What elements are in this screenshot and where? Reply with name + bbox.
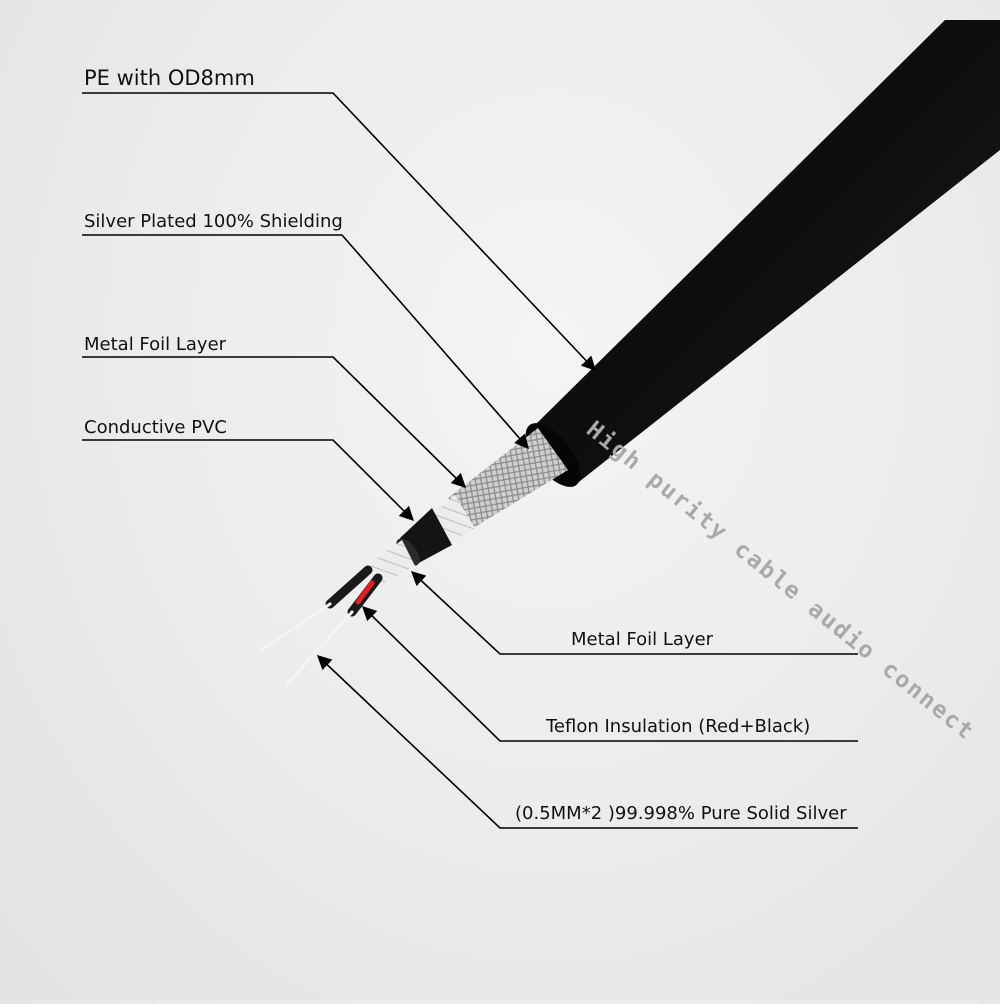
leader-silver-shield	[82, 234, 529, 450]
silver-conductors	[260, 602, 354, 686]
label-conductive-pvc: Conductive PVC	[84, 417, 227, 438]
label-metal-foil-outer: Metal Foil Layer	[84, 334, 227, 355]
leader-conductor	[316, 655, 858, 829]
leader-metal-foil-outer	[82, 356, 467, 489]
leader-pe-jacket	[82, 92, 596, 372]
leader-metal-foil-inner	[410, 571, 858, 655]
label-silver-shield: Silver Plated 100% Shielding	[84, 211, 343, 232]
cable-print: High purity cable audio connect	[581, 416, 979, 745]
silver-braid-shield	[448, 428, 568, 530]
metal-foil-inner	[370, 540, 415, 585]
svg-text:High purity cable audio connec: High purity cable audio connect	[581, 416, 979, 745]
label-teflon: Teflon Insulation (Red+Black)	[546, 716, 811, 737]
label-conductor: (0.5MM*2 )99.998% Pure Solid Silver	[515, 803, 847, 824]
label-metal-foil-inner: Metal Foil Layer	[571, 629, 714, 650]
label-pe-jacket: PE with OD8mm	[84, 66, 255, 90]
teflon-wires	[325, 565, 383, 617]
leader-conductive-pvc	[82, 439, 415, 522]
leader-lines	[82, 92, 858, 829]
leader-teflon	[361, 605, 858, 742]
pe-jacket	[525, 20, 1000, 487]
